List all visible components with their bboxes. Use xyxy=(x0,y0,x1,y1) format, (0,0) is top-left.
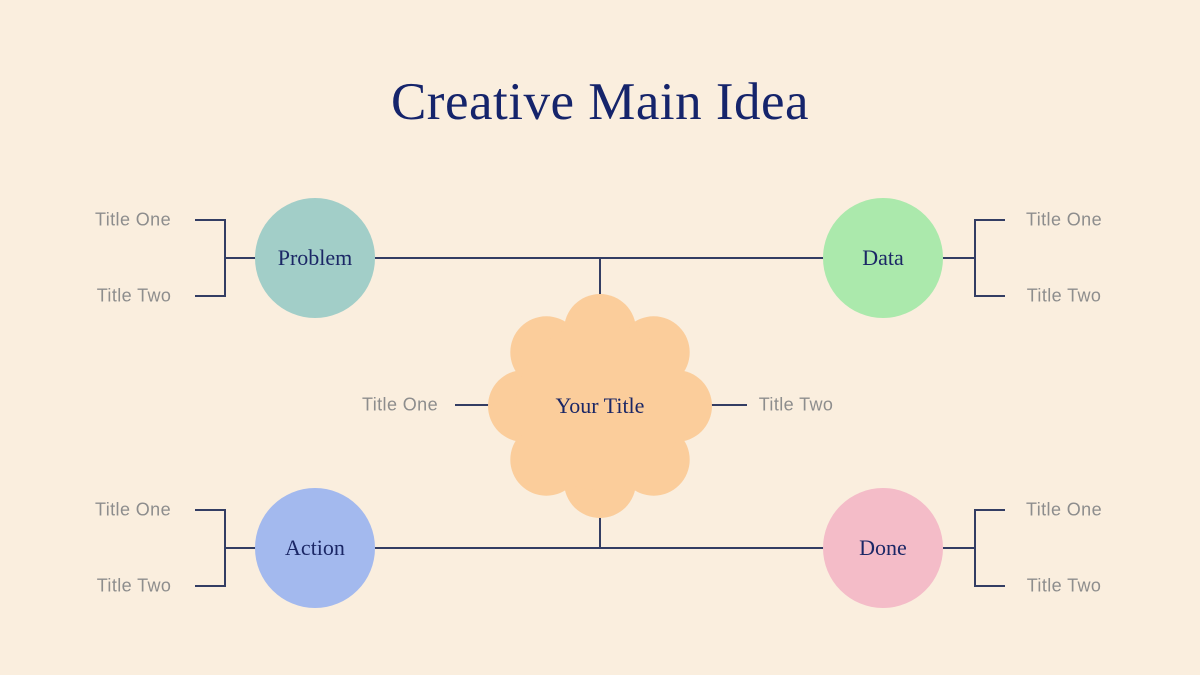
problem-title-two: Title Two xyxy=(96,285,172,306)
node-data: Data xyxy=(823,198,943,318)
connector-bottom-main xyxy=(375,547,825,549)
connector-bottom-stub xyxy=(599,506,601,548)
node-action: Action xyxy=(255,488,375,608)
node-problem-label: Problem xyxy=(277,245,353,270)
connector-top-stub xyxy=(599,258,601,300)
done-title-one: Title One xyxy=(1026,499,1102,520)
bracket-problem-vertical xyxy=(224,219,226,297)
bracket-done-vertical xyxy=(974,509,976,587)
connector-center-right xyxy=(711,404,747,406)
flower-icon xyxy=(488,294,712,518)
center-flower-shape xyxy=(488,294,712,518)
node-action-label: Action xyxy=(285,535,345,560)
bracket-action-bottom xyxy=(195,585,226,587)
bracket-done-bottom xyxy=(974,585,1005,587)
center-title-two: Title Two xyxy=(758,394,834,415)
data-title-two: Title Two xyxy=(1026,285,1102,306)
page-title: Creative Main Idea xyxy=(390,73,810,131)
bracket-problem-mid xyxy=(226,257,256,259)
data-title-one: Title One xyxy=(1026,209,1102,230)
bracket-data-bottom xyxy=(974,295,1005,297)
bracket-action-mid xyxy=(226,547,256,549)
node-done: Done xyxy=(823,488,943,608)
bracket-action-vertical xyxy=(224,509,226,587)
node-problem: Problem xyxy=(255,198,375,318)
bracket-done-mid xyxy=(943,547,975,549)
bracket-data-mid xyxy=(943,257,975,259)
bracket-action-top xyxy=(195,509,226,511)
action-title-two: Title Two xyxy=(96,575,172,596)
center-title: Your Title xyxy=(555,393,645,418)
problem-title-one: Title One xyxy=(95,209,171,230)
done-title-two: Title Two xyxy=(1026,575,1102,596)
center-title-one: Title One xyxy=(362,394,438,415)
bracket-problem-top xyxy=(195,219,226,221)
bracket-data-vertical xyxy=(974,219,976,297)
node-data-label: Data xyxy=(862,245,904,270)
bracket-data-top xyxy=(974,219,1005,221)
action-title-one: Title One xyxy=(95,499,171,520)
bracket-problem-bottom xyxy=(195,295,226,297)
node-done-label: Done xyxy=(859,535,907,560)
connector-center-left xyxy=(455,404,489,406)
bracket-done-top xyxy=(974,509,1005,511)
